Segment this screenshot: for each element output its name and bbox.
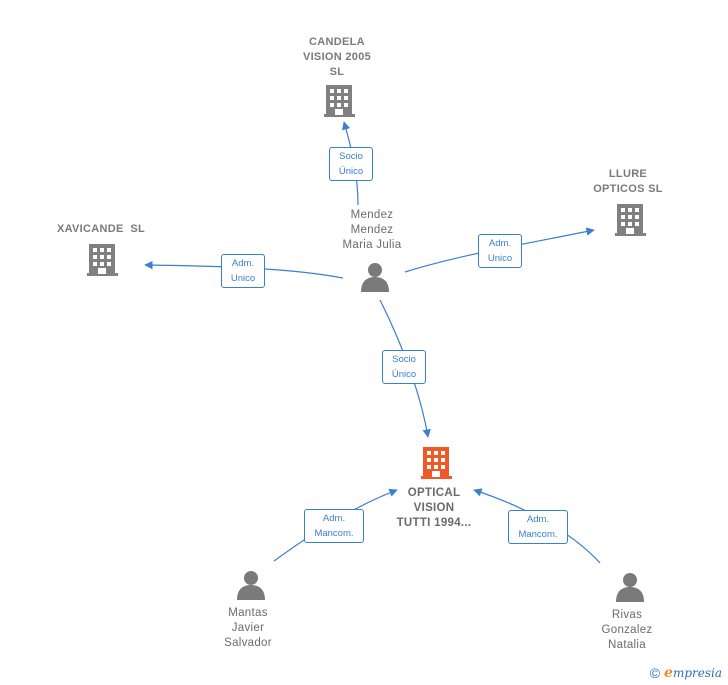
- label-line: OPTICOS SL: [593, 183, 663, 195]
- footer-credit[interactable]: © empresia: [650, 665, 722, 681]
- edge-label-line: Socio: [339, 151, 363, 162]
- edge-label-line: Adm.: [488, 238, 512, 249]
- person-icon: [237, 571, 265, 600]
- label-line: Mendez: [350, 209, 394, 221]
- edge-label-rivas-optical[interactable]: Adm. Mancom.: [508, 510, 568, 544]
- brand-name: mpresia: [672, 666, 722, 680]
- node-label-mendez[interactable]: Mendez Mendez Maria Julia: [322, 208, 422, 253]
- label-line: CANDELA: [309, 36, 365, 48]
- label-line: Salvador: [224, 637, 272, 649]
- person-icon: [616, 573, 644, 602]
- person-icon: [361, 263, 389, 292]
- edge-label-line: Adm.: [231, 258, 255, 269]
- building-icon: [324, 85, 355, 117]
- label-line: VISION 2005: [302, 51, 372, 63]
- label-line: Maria Julia: [342, 239, 402, 251]
- node-label-mantas[interactable]: Mantas Javier Salvador: [198, 606, 298, 651]
- label-line: Javier: [231, 622, 265, 634]
- label-line: VISION: [413, 502, 455, 514]
- node-label-rivas[interactable]: Rivas Gonzalez Natalia: [577, 608, 677, 653]
- edge-label-mendez-llure[interactable]: Adm. Unico: [478, 234, 522, 268]
- edge-label-line: Adm.: [322, 513, 346, 524]
- label-line: OPTICAL: [407, 487, 461, 499]
- node-label-xavicande[interactable]: XAVICANDE SL: [46, 222, 156, 237]
- building-icon: [615, 204, 646, 236]
- edge-label-line: Único: [338, 166, 364, 177]
- building-icon: [87, 244, 118, 276]
- edge-label-line: Socio: [392, 354, 416, 365]
- edge-label-line: Unico: [487, 253, 513, 264]
- label-line: Mantas: [228, 607, 268, 619]
- edge-label-line: Unico: [230, 273, 256, 284]
- edge-label-line: Único: [391, 369, 417, 380]
- label-line: SL: [329, 66, 345, 78]
- node-label-llure[interactable]: LLURE OPTICOS SL: [578, 167, 678, 197]
- label-line: LLURE: [608, 168, 648, 180]
- label-line: Mendez: [350, 224, 394, 236]
- edge-label-mantas-optical[interactable]: Adm. Mancom.: [304, 509, 364, 543]
- label-line: Gonzalez: [601, 624, 653, 636]
- edge-label-mendez-candela[interactable]: Socio Único: [329, 147, 373, 181]
- brand-initial: e: [664, 665, 673, 681]
- copyright-icon: ©: [649, 665, 661, 681]
- edge-label-line: Mancom.: [314, 528, 354, 539]
- edge-label-mendez-xavicande[interactable]: Adm. Unico: [221, 254, 265, 288]
- label-line: Natalia: [608, 639, 646, 651]
- brand-logo: empresia: [664, 665, 722, 681]
- edge-label-mendez-optical[interactable]: Socio Único: [382, 350, 426, 384]
- edge-label-line: Mancom.: [518, 529, 558, 540]
- label-line: Rivas: [611, 609, 643, 621]
- node-label-optical[interactable]: OPTICAL VISION TUTTI 1994...: [384, 486, 484, 531]
- edge-label-line: Adm.: [526, 514, 550, 525]
- main-building-icon: [421, 447, 452, 479]
- node-label-candela[interactable]: CANDELA VISION 2005 SL: [287, 35, 387, 80]
- label-line: TUTTI 1994...: [396, 517, 472, 529]
- label-line: XAVICANDE SL: [56, 223, 146, 235]
